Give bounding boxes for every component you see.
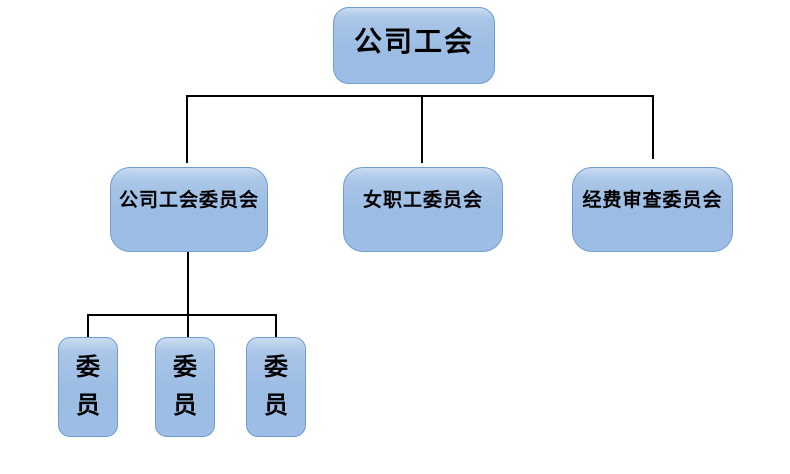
org-node-funds-audit-committee: 经费审查委员会	[572, 167, 733, 252]
connector-top-horizontal	[186, 95, 654, 97]
org-node-root: 公司工会	[333, 7, 495, 84]
connector-drop-left	[186, 95, 188, 163]
connector-member-stub-right	[275, 314, 277, 337]
org-node-root-label: 公司工会	[353, 27, 474, 58]
connector-committee-drop	[187, 252, 189, 337]
org-node-union-committee-label: 公司工会委员会	[118, 190, 259, 211]
org-node-funds-audit-committee-label: 经费审查委员会	[582, 190, 723, 211]
connector-bottom-horizontal	[87, 314, 277, 316]
org-node-women-workers-committee: 女职工委员会	[343, 167, 503, 252]
org-node-member-1: 委员	[58, 337, 118, 437]
connector-drop-middle	[421, 95, 423, 163]
org-node-member-1-label: 委员	[76, 355, 100, 419]
org-node-member-2-label: 委员	[173, 355, 197, 419]
org-node-member-3: 委员	[246, 337, 306, 437]
org-node-member-2: 委员	[155, 337, 215, 437]
connector-member-stub-left	[87, 314, 89, 337]
org-node-women-workers-committee-label: 女职工委员会	[362, 190, 483, 211]
org-node-union-committee: 公司工会委员会	[110, 167, 268, 252]
connector-drop-right	[652, 95, 654, 159]
org-node-member-3-label: 委员	[264, 355, 288, 419]
